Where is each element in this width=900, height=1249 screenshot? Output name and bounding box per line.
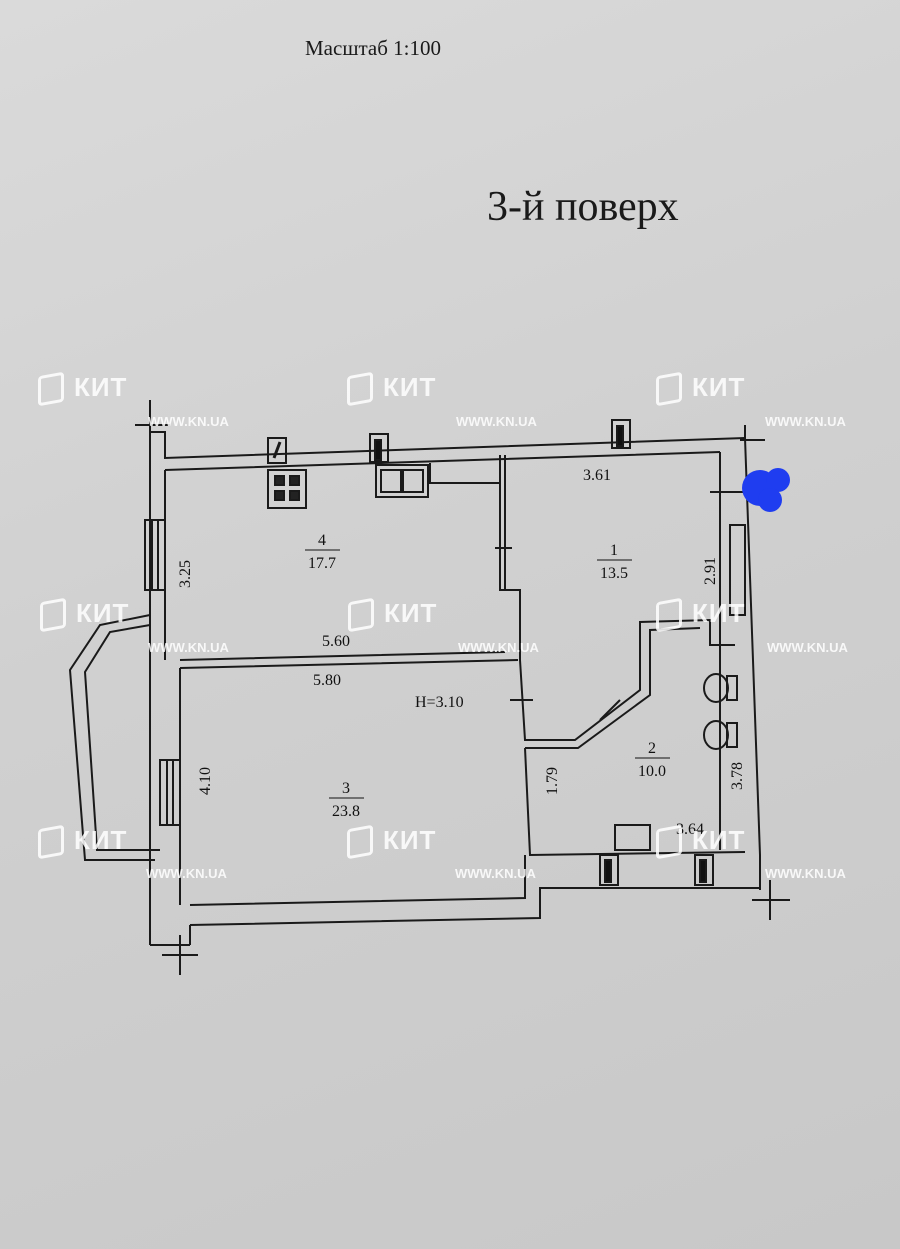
balcony (68, 614, 160, 861)
dim-room1-width: 3.61 (583, 467, 611, 484)
watermark-logo: КИТ (347, 824, 436, 860)
watermark-url: WWW.KN.UA (765, 866, 846, 881)
watermark-url: WWW.KN.UA (767, 640, 848, 655)
watermark-logo: КИТ (38, 824, 127, 860)
room4-number: 4 (318, 532, 326, 549)
watermark-url: WWW.KN.UA (455, 866, 536, 881)
dim-room4-width: 5.60 (322, 633, 350, 650)
watermark-logo: КИТ (40, 597, 129, 633)
dim-room3-height: 4.10 (197, 767, 214, 795)
kit-logo-icon (347, 371, 373, 407)
watermark-logo: КИТ (656, 597, 745, 633)
watermark-url: WWW.KN.UA (458, 640, 539, 655)
dim-room4-height: 3.25 (177, 560, 194, 588)
dim-room2-left: 1.79 (544, 767, 561, 795)
room3-area: 23.8 (332, 803, 360, 820)
dim-room2-height: 3.78 (729, 762, 746, 790)
dim-room2-width: 3.64 (676, 821, 704, 838)
watermark-url: WWW.KN.UA (146, 866, 227, 881)
kit-logo-icon (38, 824, 64, 860)
kit-logo-icon (656, 597, 682, 633)
watermark-logo: КИТ (656, 371, 745, 407)
kit-logo-icon (38, 371, 64, 407)
wall-room2 (519, 618, 735, 749)
kit-logo-icon (348, 597, 374, 633)
ceiling-height: H=3.10 (415, 694, 464, 711)
watermark-url: WWW.KN.UA (148, 640, 229, 655)
wall-right (719, 437, 761, 890)
room3-number: 3 (342, 780, 350, 797)
kit-logo-icon (347, 824, 373, 860)
dim-room3-width: 5.80 (313, 672, 341, 689)
dim-room1-height: 2.91 (702, 557, 719, 585)
watermark-url: WWW.KN.UA (456, 414, 537, 429)
floor-title: 3-й поверх (487, 184, 679, 230)
watermark-logo: КИТ (656, 824, 745, 860)
kit-logo-icon (40, 597, 66, 633)
redaction-blob (742, 468, 790, 512)
kit-logo-icon (656, 824, 682, 860)
room2-number: 2 (648, 740, 656, 757)
wall-top (150, 431, 746, 471)
wall-partition-4-3 (179, 651, 519, 669)
room1-area: 13.5 (600, 565, 628, 582)
watermark-logo: КИТ (348, 597, 437, 633)
kit-logo-icon (656, 371, 682, 407)
room2-area: 10.0 (638, 763, 666, 780)
watermark-url: WWW.KN.UA (148, 414, 229, 429)
scale-label: Масштаб 1:100 (305, 36, 442, 60)
watermark-url: WWW.KN.UA (765, 414, 846, 429)
watermark-logo: КИТ (347, 371, 436, 407)
room1-number: 1 (610, 542, 618, 559)
room4-area: 17.7 (308, 555, 336, 572)
watermark-logo: КИТ (38, 371, 127, 407)
wall-bottom (189, 855, 760, 945)
